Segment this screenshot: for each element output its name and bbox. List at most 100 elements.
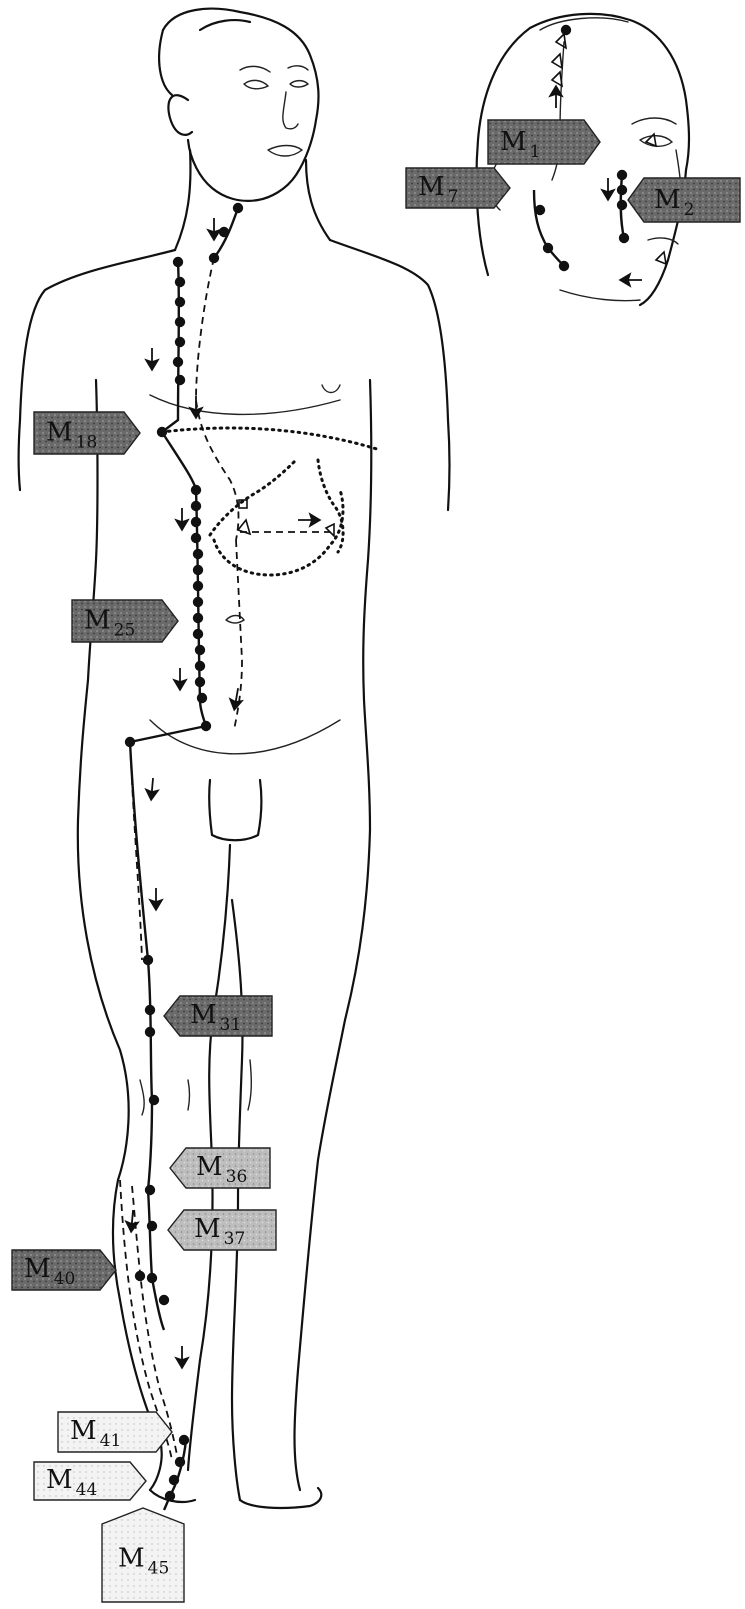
- label-main: M: [654, 185, 681, 215]
- acupoint-dot: [559, 261, 569, 271]
- acupoint-dot: [617, 170, 627, 180]
- acupoints: [125, 25, 629, 1501]
- acupoint-dot: [179, 1435, 189, 1445]
- acupoint-dot: [175, 317, 185, 327]
- label-subscript: 44: [76, 1480, 98, 1500]
- acupoint-dot: [159, 1295, 169, 1305]
- acupoint-dot: [125, 737, 135, 747]
- eye-right: [290, 81, 308, 87]
- eyebrow-right: [288, 66, 308, 70]
- acupoint-dot: [135, 1271, 145, 1281]
- label-main: M: [196, 1152, 223, 1182]
- triangle-marker-inset-2: [552, 54, 562, 68]
- dotted-stomach-outline: [210, 460, 296, 535]
- acupoint-dot: [209, 253, 219, 263]
- leg-right-inner: [232, 900, 243, 1500]
- acupoint-dot: [617, 200, 627, 210]
- acupoint-dot: [143, 955, 153, 965]
- groin-line: [150, 720, 340, 754]
- nipple-right: [322, 385, 340, 393]
- inset-brow: [632, 118, 676, 124]
- label-main: M: [46, 1465, 73, 1495]
- genitals: [209, 780, 261, 840]
- label-subscript: 18: [76, 433, 98, 453]
- flow-arrow-icon: [125, 1210, 139, 1233]
- label-tag-m18: M18: [34, 412, 140, 454]
- label-subscript: 41: [100, 1431, 122, 1451]
- acupoint-dot: [149, 1095, 159, 1105]
- acupoint-dot: [201, 721, 211, 731]
- acupoint-dot: [619, 233, 629, 243]
- acupoint-dot: [145, 1005, 155, 1015]
- acupoint-dot: [191, 533, 201, 543]
- label-main: M: [500, 127, 527, 157]
- triangle-marker-stomach: [238, 520, 250, 534]
- acupoint-dot: [147, 1221, 157, 1231]
- dashed-neck-chest: [196, 258, 238, 540]
- acupoint-dot: [169, 1475, 179, 1485]
- flow-arrow-icon: [176, 1346, 188, 1368]
- acupoint-dot: [193, 613, 203, 623]
- acupoint-dot: [145, 1027, 155, 1037]
- acupoint-dot: [175, 277, 185, 287]
- shoulder-right: [330, 240, 450, 510]
- nose: [283, 92, 298, 129]
- meridian-chest: [162, 262, 179, 432]
- label-main: M: [46, 418, 73, 448]
- acupoint-dot: [147, 1273, 157, 1283]
- triangle-marker-inset-3: [552, 72, 562, 86]
- acupoint-dot: [157, 427, 167, 437]
- label-tag-m1: M1: [488, 120, 600, 164]
- flow-arrow-icon: [145, 778, 159, 801]
- label-tag-shape: [168, 1210, 276, 1250]
- acupoint-dot: [195, 661, 205, 671]
- acupoint-dot: [175, 1457, 185, 1467]
- dotted-diaphragm: [162, 428, 380, 450]
- acupoint-dot: [191, 501, 201, 511]
- acupoint-dot: [175, 297, 185, 307]
- label-tag-m44: M44: [34, 1462, 146, 1500]
- acupoint-dot: [173, 257, 183, 267]
- acupoint-dot: [193, 581, 203, 591]
- inset-jaw: [560, 290, 640, 301]
- label-tag-m7: M7: [406, 168, 510, 208]
- meridian-hip: [130, 726, 206, 742]
- label-tag-m36: M36: [170, 1148, 270, 1188]
- label-subscript: 2: [684, 200, 695, 220]
- acupoint-dot: [193, 565, 203, 575]
- label-main: M: [418, 172, 445, 202]
- knee-mark-left: [140, 1080, 144, 1115]
- neck-left: [175, 150, 190, 250]
- label-main: M: [24, 1254, 51, 1284]
- acupoint-dot: [617, 185, 627, 195]
- point-labels: M18M25M31M36M37M40M41M44M45M7M1M2: [12, 120, 740, 1602]
- label-subscript: 25: [114, 621, 136, 641]
- knee-mark-center: [188, 1080, 190, 1110]
- acupoint-dot: [165, 1491, 175, 1501]
- acupoint-dot: [173, 357, 183, 367]
- label-subscript: 31: [220, 1015, 242, 1035]
- foot-right: [240, 1488, 321, 1508]
- flow-arrow-icon: [208, 218, 220, 240]
- label-subscript: 40: [54, 1269, 76, 1289]
- label-main: M: [190, 1000, 217, 1030]
- acupoint-dot: [145, 1185, 155, 1195]
- flow-arrow-icon: [620, 274, 642, 286]
- acupoint-dot: [175, 375, 185, 385]
- acupoint-dot: [175, 337, 185, 347]
- neck-right: [306, 160, 330, 240]
- label-main: M: [70, 1416, 97, 1446]
- stomach-meridian: [120, 208, 380, 1510]
- triangle-marker-inset-mouth: [656, 252, 666, 264]
- acupoint-dot: [195, 645, 205, 655]
- triangle-marker-inset-1: [556, 34, 566, 48]
- hair-line: [159, 20, 250, 95]
- flow-arrow-icon: [298, 514, 320, 526]
- label-subscript: 45: [148, 1558, 170, 1578]
- acupoint-dot: [561, 25, 571, 35]
